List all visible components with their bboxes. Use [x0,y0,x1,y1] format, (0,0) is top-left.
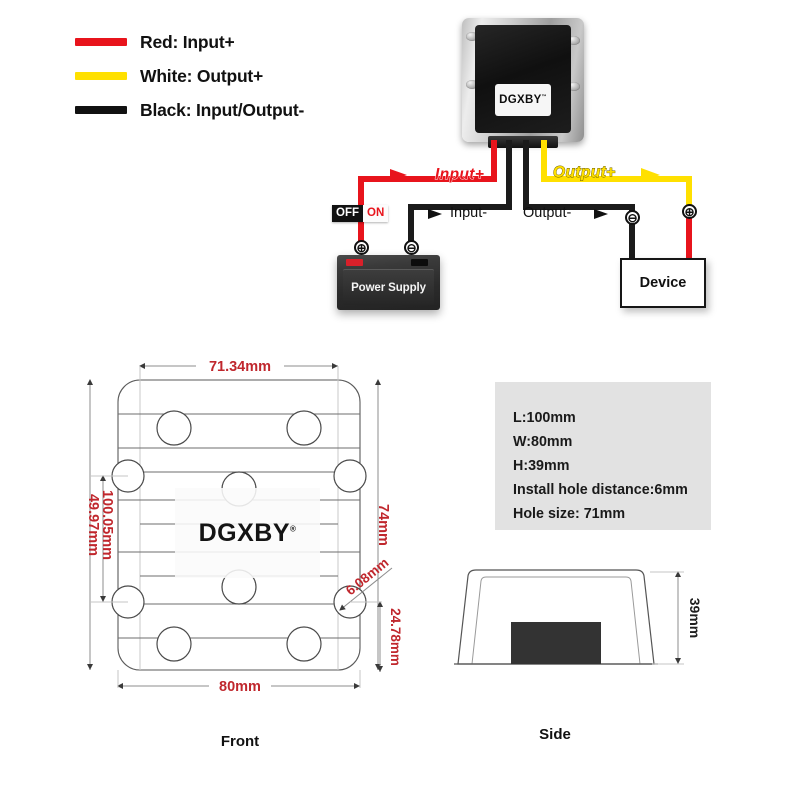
input-minus-label: Input- [450,205,488,221]
battery-positive-cap [346,259,363,266]
device-negative-terminal: ⊖ [625,210,640,225]
output-minus-label: Output- [523,205,572,221]
legend-item: Black: Input/Output- [75,93,335,127]
dim-side-height-label: 39mm [687,598,703,638]
wire-red-device-lead [686,212,692,262]
black-wire-swatch [75,106,127,114]
output-plus-label: Output+ [553,164,616,182]
switch-on-label[interactable]: ON [363,205,389,222]
wire-black-pigtail-1 [506,140,512,210]
spec-line: L:100mm [513,410,576,426]
dim-top-label: 71.34mm [209,359,271,375]
dim-left-outer-label: 100.05mm [99,490,115,560]
front-view-caption: Front [220,733,260,750]
wire-yellow-vertical [686,176,692,212]
wire-yellow-horizontal [541,176,692,182]
power-supply-label: Power Supply [351,281,426,294]
switch-off-label[interactable]: OFF [332,205,363,222]
input-plus-label: Input+ [435,166,485,184]
front-view-watermark: DGXBY® [175,488,320,578]
dim-right-label: 74mm [375,504,391,546]
wire-red-horizontal [358,176,497,182]
legend-item: White: Output+ [75,59,335,93]
legend-item: Red: Input+ [75,25,335,59]
battery-negative-cap [411,259,428,266]
converter-top-plate [475,25,571,133]
input-plus-arrow-icon [390,169,407,181]
red-wire-swatch [75,38,127,46]
dc-converter-unit: DGXBY™ [462,18,584,148]
device-positive-terminal: ⊕ [682,204,697,219]
output-plus-arrow-icon [641,168,660,182]
device-box: Device [620,258,706,308]
specification-box: L:100mm W:80mm H:39mm Install hole dista… [495,382,711,530]
wire-color-legend: Red: Input+ White: Output+ Black: Input/… [75,25,335,127]
dim-hole-offset-label: 24.78mm [388,608,403,666]
front-view-watermark-text: DGXBY® [198,518,297,547]
output-minus-arrow-icon [594,209,608,219]
wire-black-pigtail-2 [523,140,529,210]
wire-black-input-vertical [408,204,414,254]
legend-item-label: White: Output+ [140,65,264,86]
converter-brand-label: DGXBY™ [495,84,551,116]
battery-negative-terminal: ⊖ [404,240,419,255]
side-view-drawing: 39mm [454,569,703,665]
mount-hole-icon [568,82,580,91]
mount-hole-icon [466,80,478,89]
converter-brand-text: DGXBY™ [499,94,547,106]
legend-item-label: Red: Input+ [140,31,235,52]
device-label: Device [639,275,687,291]
wire-black-input-horizontal [408,204,512,210]
dim-bottom-label: 80mm [219,679,261,695]
wire-yellow-pigtail [541,140,547,176]
wire-black-output-vertical [629,204,635,261]
battery-face: Power Supply [343,269,434,305]
power-switch[interactable]: OFF ON [332,205,389,222]
wire-black-output-horizontal [523,204,635,210]
input-minus-arrow-icon [428,209,442,219]
yellow-wire-swatch [75,72,127,80]
dim-left-inner-label: 49.97mm [85,494,101,556]
battery-positive-terminal: ⊕ [354,240,369,255]
side-view-caption: Side [539,726,571,743]
spec-line: H:39mm [513,458,570,474]
legend-item-label: Black: Input/Output- [140,99,305,120]
mount-hole-icon [568,36,580,45]
power-supply-battery: Power Supply [337,255,440,310]
spec-line: Hole size: 71mm [513,506,626,522]
spec-line: W:80mm [513,434,573,450]
wire-red-pigtail [491,140,497,176]
mount-hole-icon [466,32,478,41]
spec-line: Install hole distance:6mm [513,482,688,498]
